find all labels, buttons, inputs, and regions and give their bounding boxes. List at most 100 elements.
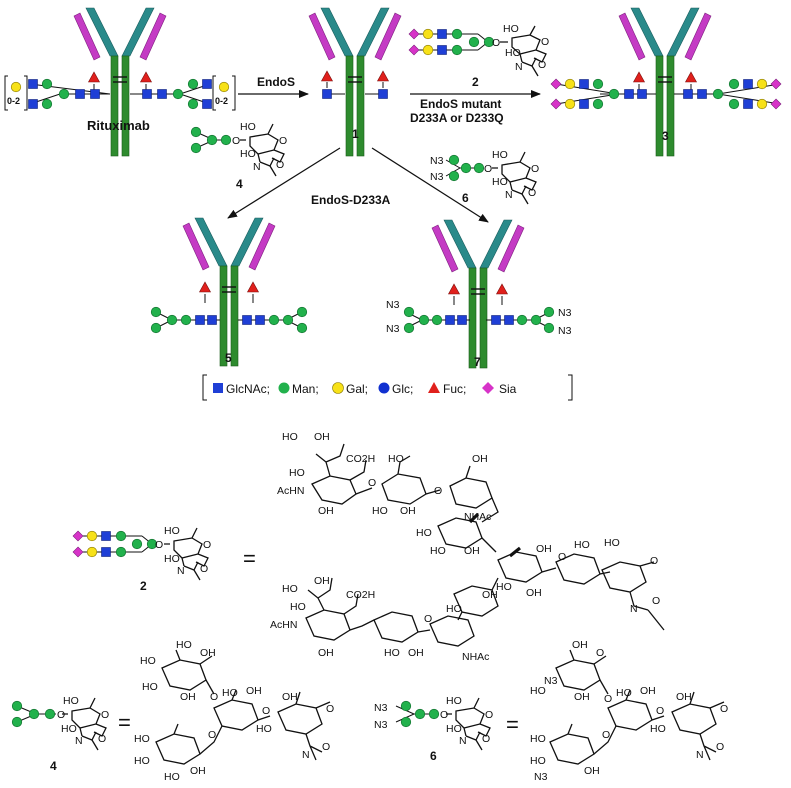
c2-label: 2 [140, 579, 147, 593]
mid6-n3-bottom: N3 [430, 171, 444, 183]
c4-n: N [75, 735, 83, 747]
c6-label: 6 [430, 749, 437, 763]
c6-n3-bottom: N3 [374, 719, 388, 731]
c2s-oh-i: OH [318, 647, 334, 659]
c6s-o1: O [596, 647, 604, 659]
c2s-oh-f: OH [536, 543, 552, 555]
mid6-ho2: HO [492, 176, 508, 188]
c4s-oh5: OH [190, 765, 206, 777]
c4s-o2: O [262, 705, 270, 717]
c2s-oh-e: OH [464, 545, 480, 557]
glycan-oxazoline-6-icon [445, 151, 537, 205]
c2s-o-c: O [558, 551, 566, 563]
compound-4-label: 4 [236, 177, 243, 191]
c4s-o3: O [326, 703, 334, 715]
c4s-oh1: OH [200, 647, 216, 659]
legend-man: Man; [292, 382, 319, 396]
c2s-o-a: O [368, 477, 376, 489]
c6s-oh5: OH [584, 765, 600, 777]
c6s-oh1: OH [572, 639, 588, 651]
c2s-achn-a: AcHN [277, 485, 304, 497]
c2s-ho-b: HO [289, 467, 305, 479]
c6s-o3: O [656, 705, 664, 717]
mid6-o: O [484, 163, 492, 175]
c2s-achn-b: AcHN [270, 619, 297, 631]
c4s-oh3: OH [246, 685, 262, 697]
top-o: O [492, 37, 500, 49]
compound-5-left-glycan [150, 306, 220, 334]
c4-o3: O [98, 733, 106, 745]
c2s-co2h-a: CO2H [346, 453, 375, 465]
compound-4-symbol [11, 697, 107, 751]
c2s-oh-a: OH [314, 431, 330, 443]
c2-equals: = [243, 546, 256, 571]
c6s-oh3: OH [640, 685, 656, 697]
blue-circle-icon [378, 382, 390, 394]
compound-7-left-glycan [403, 306, 470, 334]
arrow-to-7 [371, 147, 489, 223]
compound-2-symbol [72, 527, 209, 581]
c2s-n: N [630, 603, 638, 615]
c2s-ho-l: HO [384, 647, 400, 659]
c4s-o1: O [210, 691, 218, 703]
rituximab-antibody [73, 7, 167, 157]
c4-label: 4 [50, 759, 57, 773]
c6s-o6: O [602, 729, 610, 741]
c6-o: O [440, 709, 448, 721]
c4s-oh4: OH [282, 691, 298, 703]
c6-o3: O [482, 733, 490, 745]
legend-sia: Sia [499, 382, 517, 396]
c2-ho2: HO [164, 553, 180, 565]
endos-mutant-line1: EndoS mutant [420, 97, 501, 111]
c2s-ho-h: HO [574, 539, 590, 551]
oxazoline-ring-top [500, 25, 547, 77]
c6-n3-top: N3 [374, 702, 388, 714]
c6s-ho5: HO [530, 755, 546, 767]
c4-ho2: HO [61, 723, 77, 735]
c4-equals: = [118, 710, 131, 735]
c2s-oh-h: OH [314, 575, 330, 587]
endos-d233a-label: EndoS-D233A [311, 193, 391, 207]
c6s-o5: O [716, 741, 724, 753]
c4s-ho3: HO [142, 681, 158, 693]
c6s-ho2: HO [616, 687, 632, 699]
endos-label: EndoS [257, 75, 295, 89]
c4s-o4: O [322, 741, 330, 753]
c4s-ho5: HO [256, 723, 272, 735]
rituximab-label: Rituximab [87, 118, 150, 133]
rituximab-left-glycan [4, 75, 111, 111]
c7-n3-left-top: N3 [386, 299, 400, 311]
compound-3-label: 3 [662, 129, 669, 143]
c2s-ho-f: HO [430, 545, 446, 557]
compound-2-structure [305, 443, 665, 647]
compound-7-label: 7 [474, 355, 481, 369]
c2s-oh-c: OH [400, 505, 416, 517]
c6s-n3-bottom: N3 [534, 771, 548, 783]
compound-6-symbol [395, 697, 491, 751]
c6s-o2: O [604, 693, 612, 705]
c6s-oh2: OH [574, 691, 590, 703]
c2s-ho-i: HO [604, 537, 620, 549]
top-ho1: HO [503, 23, 519, 35]
c2s-ho-j: HO [282, 583, 298, 595]
c2s-oh-j: OH [408, 647, 424, 659]
compound-2-ref: 2 [472, 75, 479, 89]
mid6-o2: O [531, 163, 539, 175]
c6-ho2: HO [446, 723, 462, 735]
magenta-diamond-icon [482, 382, 494, 394]
c2-n: N [177, 565, 185, 577]
c2s-o-b: O [434, 485, 442, 497]
c6-ho1: HO [446, 695, 462, 707]
compound-5-label: 5 [225, 351, 232, 365]
mid4-ho1: HO [240, 121, 256, 133]
mid4-o3: O [276, 159, 284, 171]
legend: GlcNAc; Man; Gal; Glc; Fuc; Sia [202, 374, 573, 401]
c6s-oh4: OH [676, 691, 692, 703]
c6s-n3-top: N3 [544, 675, 558, 687]
c4s-n: N [302, 749, 310, 761]
c2s-oh-d: OH [472, 453, 488, 465]
c4s-ho2: HO [176, 639, 192, 651]
c2s-oh-k: OH [482, 589, 498, 601]
c4s-ho1: HO [140, 655, 156, 667]
